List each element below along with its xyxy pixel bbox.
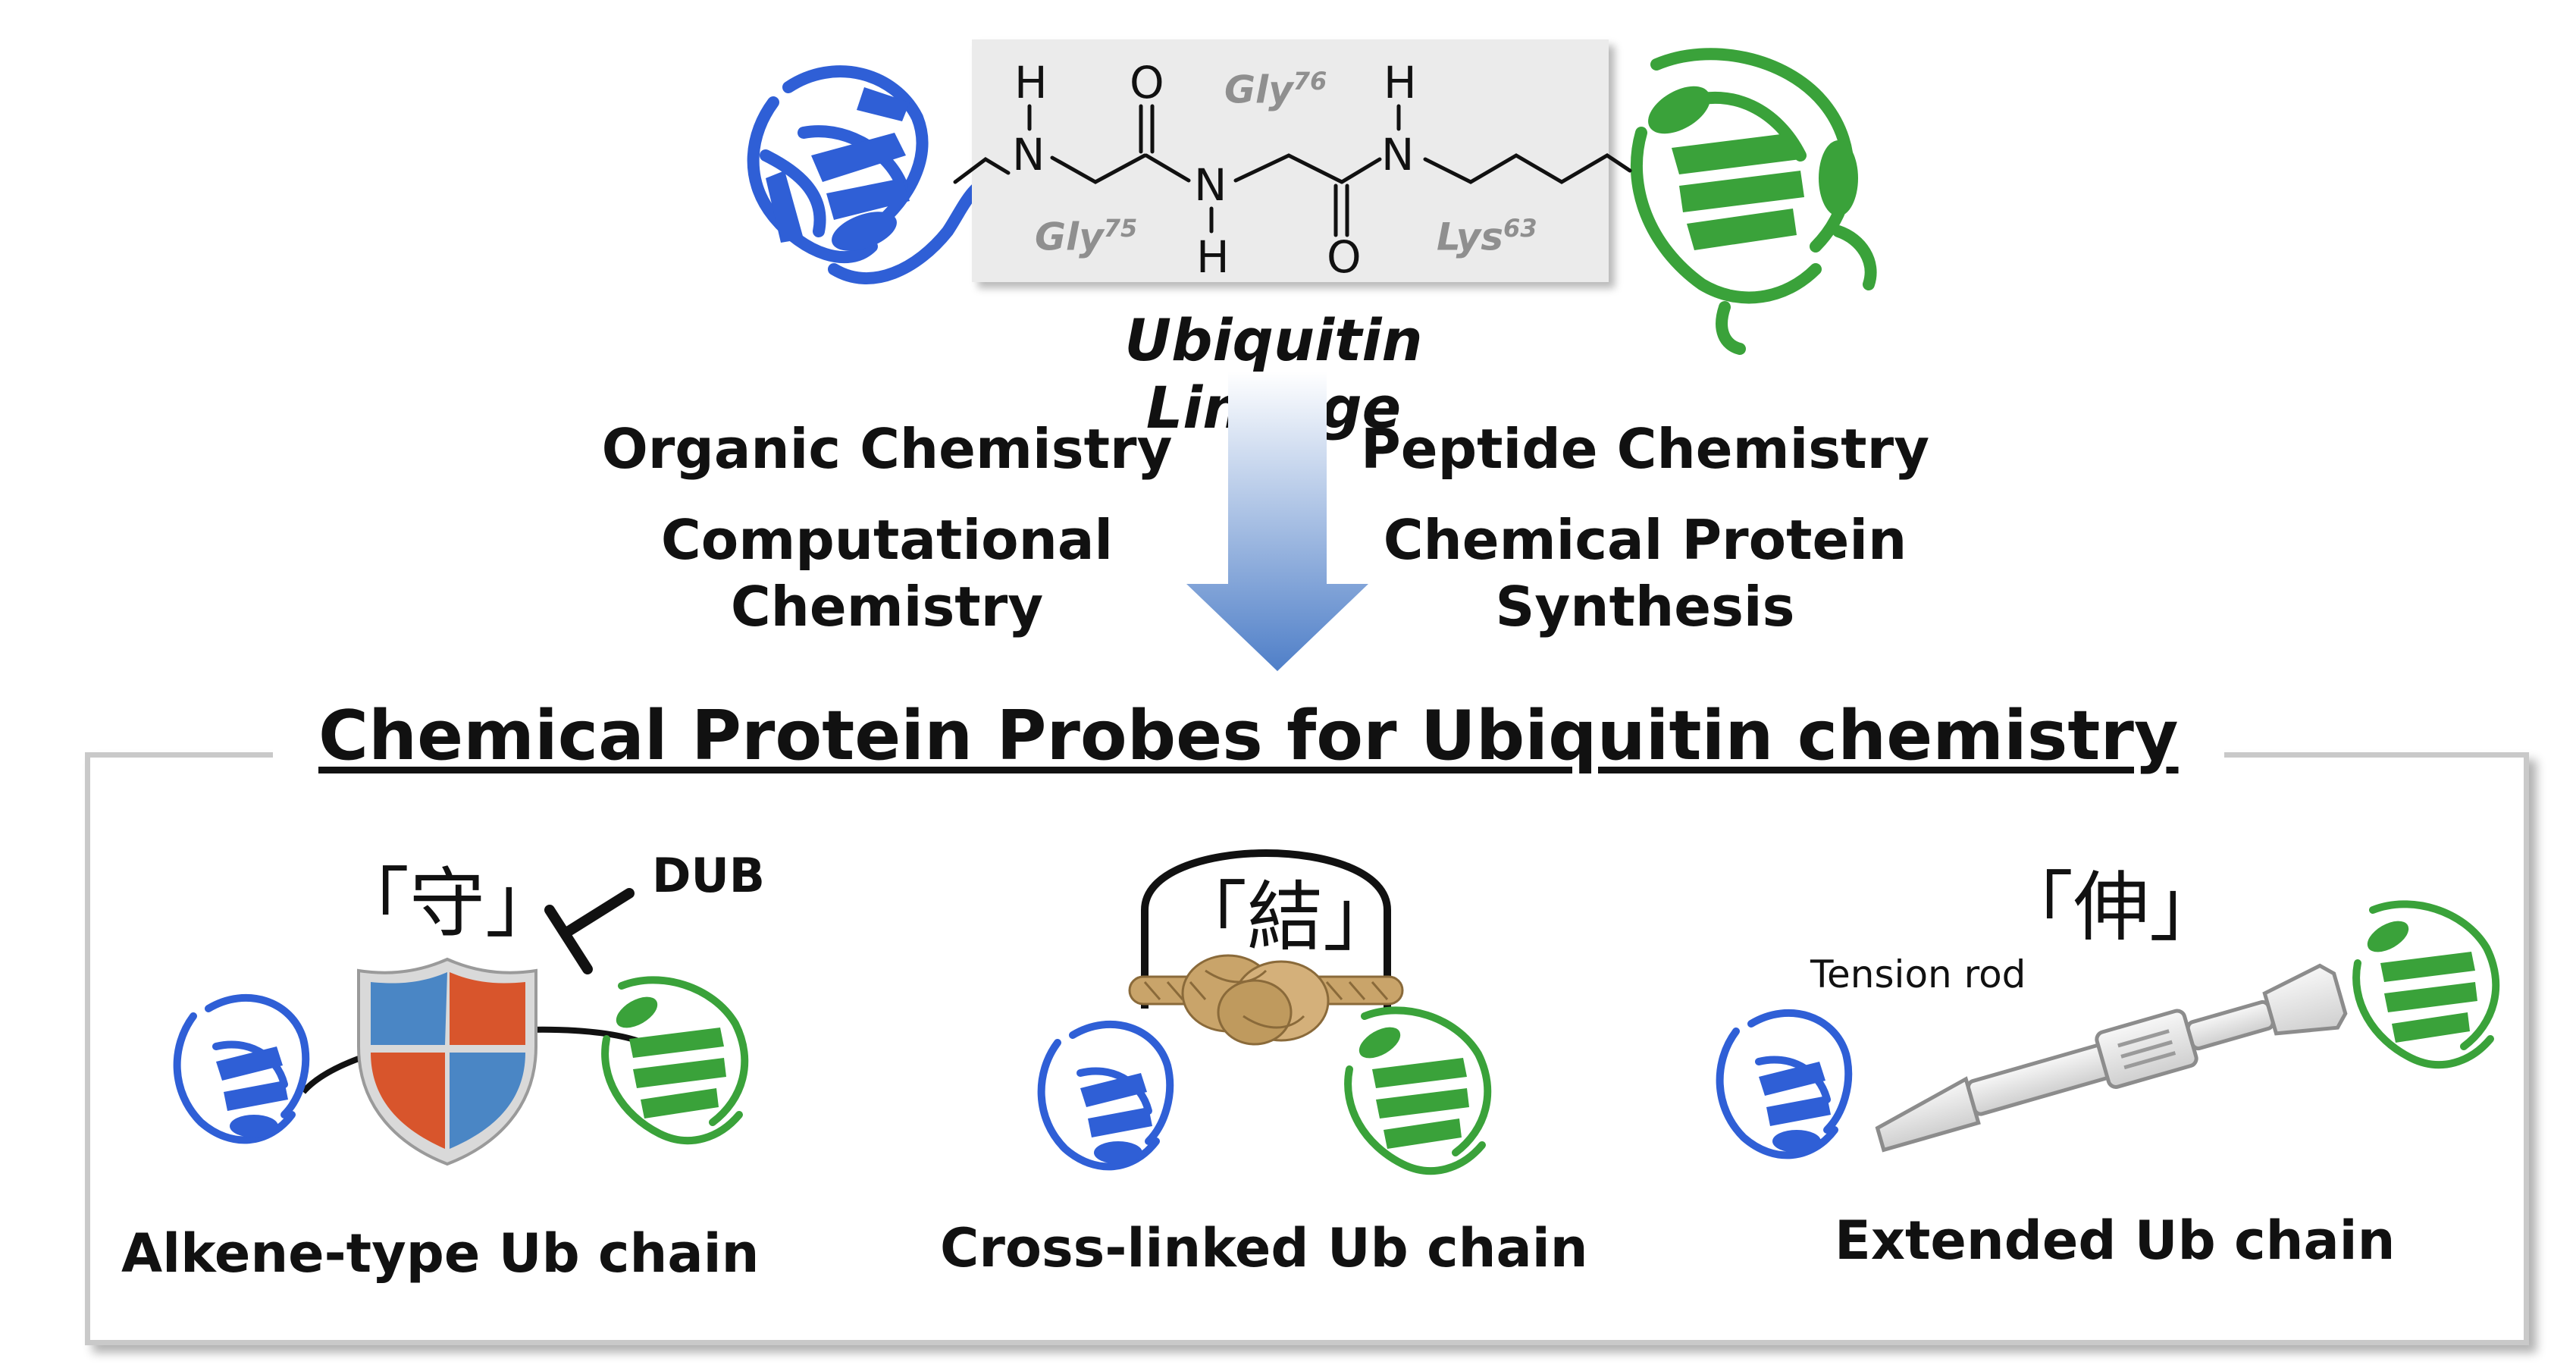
method-computational-chemistry: Chemistry [730, 575, 1044, 639]
ubiquitin-blue-small-icon-1 [173, 994, 310, 1144]
ubiquitin-green-small-icon-1 [601, 976, 749, 1145]
ubiquitin-top-left-icon [747, 65, 999, 284]
method-chemical-protein: Chemical Protein [1383, 508, 1907, 572]
ubiquitin-blue-small-icon-3 [1716, 1009, 1853, 1159]
crosslink-arch [1141, 849, 1391, 1009]
label-cross-linked: Cross-linked Ub chain [940, 1217, 1588, 1279]
dub-label: DUB [652, 848, 766, 903]
inhibition-bar-icon [544, 888, 635, 974]
method-organic-chemistry: Organic Chemistry [601, 417, 1173, 481]
ubiquitin-blue-small-icon-2 [1037, 1021, 1174, 1171]
method-peptide-chemistry: Peptide Chemistry [1360, 417, 1930, 481]
label-alkene-type: Alkene-type Ub chain [121, 1222, 760, 1285]
label-extended: Extended Ub chain [1835, 1210, 2396, 1272]
linkage-structure-box [972, 39, 1609, 282]
residue-lys63: Lys63 [1437, 214, 1537, 259]
atom-h-1: H [1014, 57, 1048, 108]
residue-gly76: Gly76 [1224, 67, 1327, 112]
kanji-protect: 「守」 [334, 859, 561, 948]
ubiquitin-green-small-icon-2 [1344, 1006, 1492, 1175]
tension-rod-label: Tension rod [1810, 952, 2026, 996]
atom-h-2: H [1196, 231, 1230, 283]
kanji-tie: 「結」 [1171, 873, 1399, 962]
atom-o-2: O [1327, 231, 1362, 283]
residue-gly75: Gly75 [1035, 214, 1138, 259]
atom-h-3: H [1384, 57, 1417, 108]
ubiquitin-green-small-icon-3 [2352, 900, 2500, 1069]
shield-icon [357, 957, 537, 1166]
ubiquitin-top-right-icon [1630, 48, 1877, 355]
atom-o-1: O [1130, 57, 1164, 108]
method-synthesis: Synthesis [1495, 575, 1795, 639]
tension-rod-icon [1875, 963, 2348, 1153]
atom-n-2: N [1194, 159, 1227, 211]
kanji-extend: 「伸」 [1998, 863, 2225, 952]
knot-icon [1128, 954, 1404, 1046]
linkage-bonds [953, 104, 1632, 237]
panel-title: Chemical Protein Probes for Ubiquitin ch… [273, 696, 2224, 776]
method-computational: Computational [660, 508, 1114, 572]
atom-n-1: N [1012, 129, 1045, 180]
down-arrow-icon [1186, 372, 1368, 671]
atom-n-3: N [1381, 129, 1415, 180]
